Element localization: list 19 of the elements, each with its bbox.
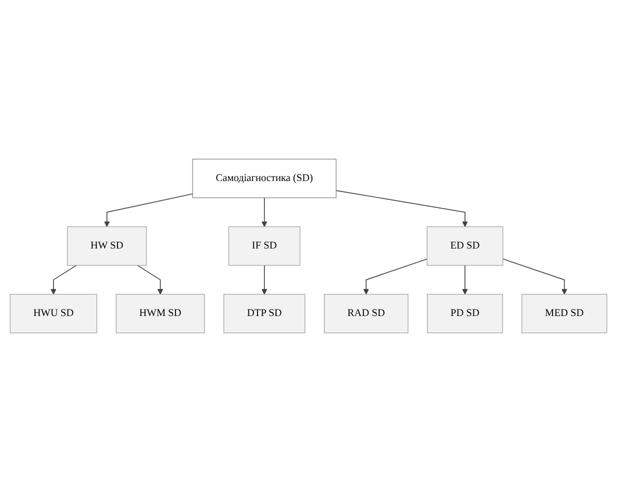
arrow: [104, 194, 194, 228]
arrow: [137, 265, 164, 296]
arrow: [336, 190, 468, 228]
node-box: HW SD: [67, 226, 147, 266]
arrow: [363, 259, 428, 296]
arrow: [50, 265, 77, 296]
arrow: [262, 198, 268, 228]
node-box: RAD SD: [324, 294, 408, 334]
node-box: PD SD: [427, 294, 503, 334]
node-box: HWM SD: [116, 294, 205, 334]
node-box: DTP SD: [223, 294, 306, 334]
node-box: Самодіагностика (SD): [192, 159, 336, 199]
node-box: MED SD: [522, 294, 608, 334]
arrow: [462, 265, 468, 296]
arrow: [262, 265, 268, 296]
node-box: IF SD: [228, 226, 300, 266]
node-box: ED SD: [426, 226, 504, 266]
node-box: HWU SD: [10, 294, 98, 334]
arrow: [502, 258, 568, 296]
